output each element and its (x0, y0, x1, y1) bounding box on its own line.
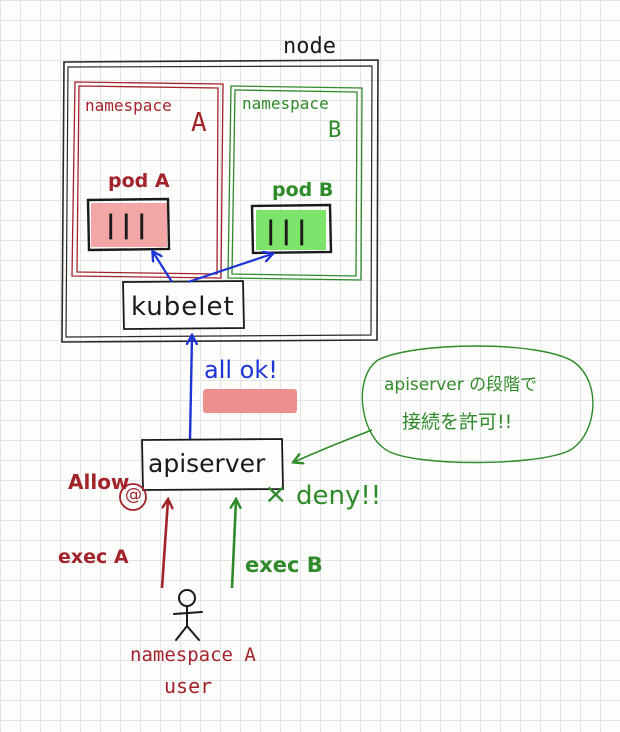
arrow-exec-b (232, 500, 236, 589)
kubelet-box (122, 280, 245, 330)
arrow-exec-a (160, 500, 168, 589)
deny-label: deny!! (296, 481, 382, 511)
apiserver-box (141, 438, 284, 491)
namespace-b-box (227, 85, 363, 281)
kubelet-label: kubelet (131, 292, 235, 322)
speech-bubble-shape (361, 345, 594, 464)
arrow-kubelet-to-pod-a (153, 252, 173, 283)
arrow-apiserver-to-kubelet (190, 336, 192, 441)
namespace-a-letter: A (191, 108, 207, 138)
arrow-kubelet-to-pod-b (187, 254, 272, 284)
namespace-a-label: namespace (85, 98, 172, 114)
node-label: node (283, 34, 336, 59)
deny-x-mark: × (264, 477, 288, 510)
pod-b-bars: ||| (266, 216, 313, 246)
exec-a-label: exec A (58, 546, 129, 568)
namespace-a-label-word: namespace (85, 96, 172, 115)
apiserver-label: apiserver (148, 449, 266, 478)
exec-b-label: exec B (245, 553, 323, 577)
speech-bubble-pointer (294, 429, 373, 462)
speech-bubble-line1: apiserver の段階で (384, 375, 538, 395)
node-box (61, 59, 379, 343)
pod-a-label: pod A (108, 170, 170, 192)
user-namespace-label: namespace A (130, 644, 256, 666)
user-label: user (164, 674, 213, 698)
user-icon (173, 589, 203, 641)
all-ok-label: all ok! (204, 356, 278, 384)
allow-symbol: @ (125, 485, 142, 505)
namespace-b-label: namespace (242, 94, 329, 113)
pod-b-label: pod B (272, 179, 334, 201)
namespace-b-letter: B (328, 118, 342, 143)
namespace-a-box (71, 81, 224, 279)
pod-a-bars: ||| (106, 210, 153, 240)
redacted-block (203, 389, 297, 413)
allow-circle-mark (119, 483, 147, 511)
allow-label: Allow (68, 470, 130, 494)
pod-b-box (250, 203, 333, 255)
pod-a-box (86, 197, 171, 252)
speech-bubble-line2: 接続を許可!! (402, 411, 513, 433)
